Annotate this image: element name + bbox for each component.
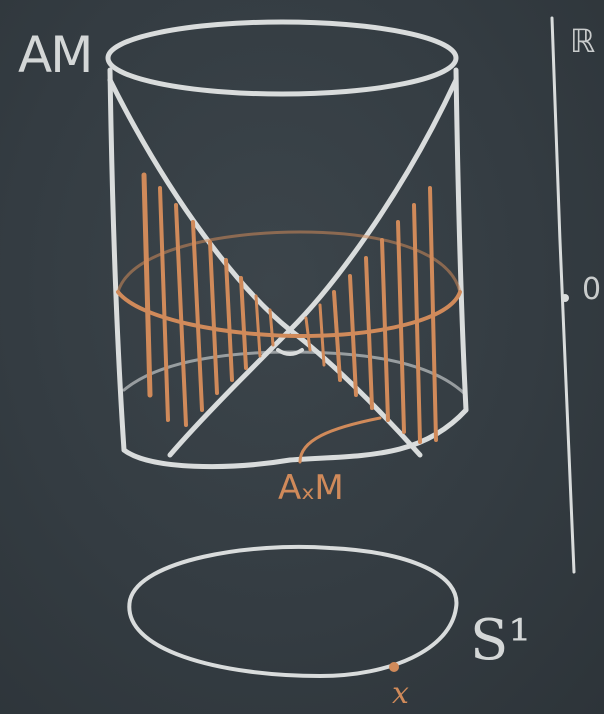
cylinder-right-side xyxy=(453,67,469,413)
hatch-line xyxy=(348,274,358,397)
fiber-ellipse-back xyxy=(116,230,462,294)
hatch-line xyxy=(224,258,234,382)
hatch-line xyxy=(268,308,275,347)
cone-lines xyxy=(107,77,459,458)
hatch-line xyxy=(304,316,312,352)
hatch-line xyxy=(239,276,248,370)
hatch-line xyxy=(191,220,204,412)
label-x: x xyxy=(392,676,409,711)
fiber-pointer-curve xyxy=(298,416,382,464)
hatch-line xyxy=(208,240,219,395)
hatch-line xyxy=(254,294,262,358)
label-am: AM xyxy=(18,26,93,84)
label-axm: AₓM xyxy=(278,468,344,508)
cone-line-left-down xyxy=(107,77,423,458)
hatch-line xyxy=(364,256,374,410)
s1-point-x xyxy=(389,662,399,672)
hatch-line xyxy=(380,238,390,422)
real-line xyxy=(550,16,576,574)
hatch-line xyxy=(158,186,170,422)
hatch-line xyxy=(318,303,326,367)
label-real-numbers: ℝ xyxy=(570,22,596,60)
cylinder-bottom-back-curve xyxy=(122,350,468,397)
cone-vertex-mark xyxy=(276,348,304,356)
label-zero: 0 xyxy=(582,272,602,307)
hatch-line xyxy=(332,290,342,382)
hatch-line xyxy=(174,203,188,427)
hatch-line xyxy=(396,220,406,434)
real-line-zero-point xyxy=(561,294,569,302)
cylinder-left-side xyxy=(107,67,127,453)
label-s1: S¹ xyxy=(470,608,531,673)
hatch-line xyxy=(141,172,153,398)
cone-line-right-down xyxy=(167,77,459,458)
cylinder-bottom-curve xyxy=(121,407,469,470)
fiber-axm xyxy=(116,172,462,464)
s1-ellipse xyxy=(127,544,459,678)
hatch-line xyxy=(412,203,422,444)
cylinder-top-ellipse xyxy=(105,19,459,97)
hatch-line xyxy=(428,186,438,442)
circle-s1 xyxy=(127,544,459,678)
